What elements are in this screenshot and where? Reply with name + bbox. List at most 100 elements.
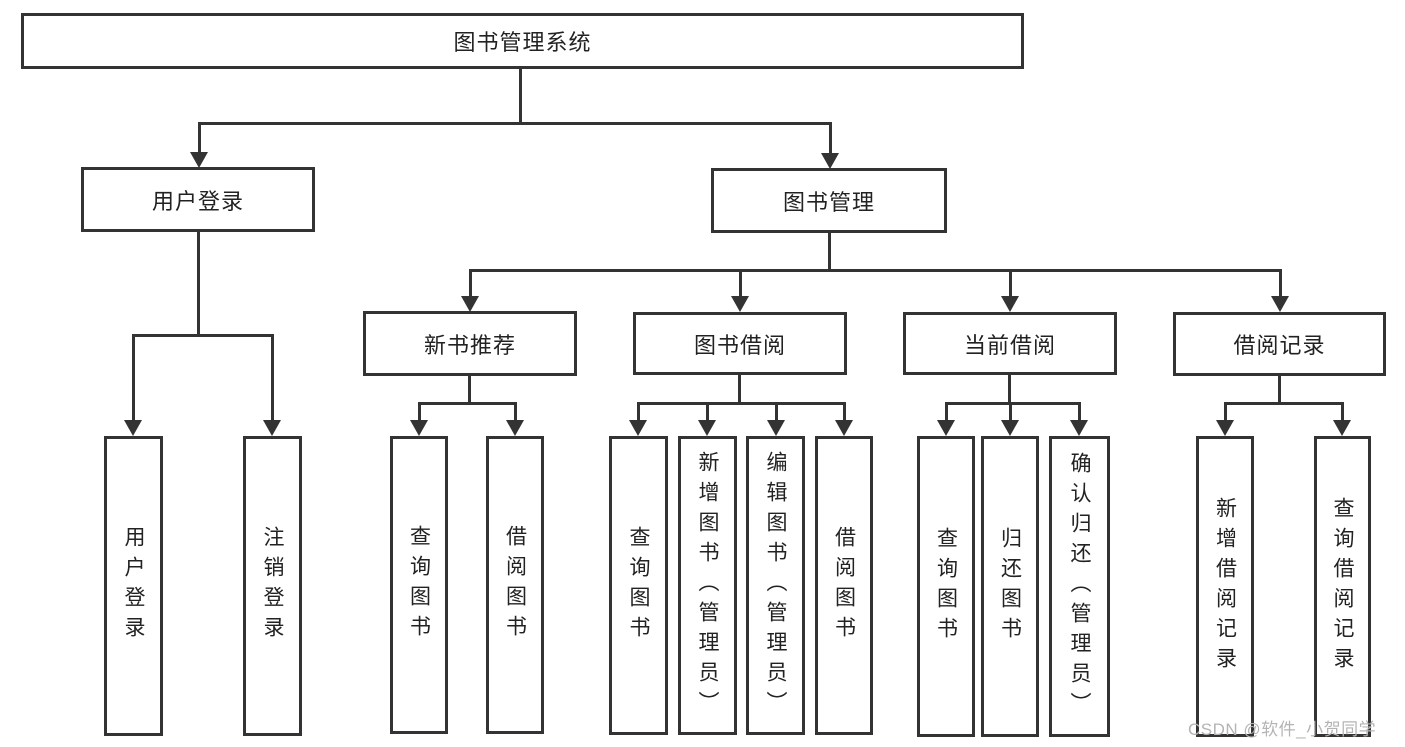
- arrow-down-icon: [1333, 420, 1351, 436]
- connector-line: [945, 402, 1081, 405]
- leaf-cb-return-books: 归还图书: [981, 436, 1039, 737]
- node-label: 查询图书: [934, 526, 958, 647]
- leaf-bb-borrow-books: 借阅图书: [815, 436, 873, 735]
- node-current-borrow: 当前借阅: [903, 312, 1117, 375]
- connector-line: [198, 122, 201, 154]
- node-label: 图书借阅: [693, 332, 786, 358]
- connector-arrow: [506, 402, 524, 436]
- node-book-borrow: 图书借阅: [633, 312, 847, 375]
- node-label: 编辑图书（管理员）: [764, 450, 787, 721]
- connector-arrow: [1271, 269, 1289, 312]
- leaf-nbr-borrow-books: 借阅图书: [486, 436, 544, 734]
- connector-line: [1279, 269, 1282, 298]
- node-label: 新书推荐: [423, 332, 516, 358]
- connector-line: [843, 402, 846, 422]
- connector-line: [945, 402, 948, 422]
- node-borrow-records: 借阅记录: [1173, 312, 1386, 376]
- connector-arrow: [461, 269, 479, 312]
- connector-line: [271, 334, 274, 422]
- node-book-management: 图书管理: [711, 168, 947, 233]
- node-label: 借阅图书: [503, 525, 527, 645]
- connector-line: [829, 122, 832, 155]
- node-label: 图书管理: [782, 189, 875, 215]
- arrow-down-icon: [629, 420, 647, 436]
- connector-line: [706, 402, 709, 422]
- arrow-down-icon: [410, 420, 428, 436]
- leaf-cb-query-books: 查询图书: [917, 436, 975, 737]
- node-label: 查询借阅记录: [1331, 496, 1354, 677]
- connector-line: [1008, 375, 1011, 405]
- leaf-bb-query-books: 查询图书: [609, 436, 668, 735]
- node-label: 图书管理系统: [453, 30, 592, 55]
- connector-line: [418, 402, 517, 405]
- leaf-bb-edit-books-admin: 编辑图书（管理员）: [746, 436, 805, 735]
- connector-arrow: [731, 269, 749, 312]
- arrow-down-icon: [835, 420, 853, 436]
- node-label: 用户登录: [122, 526, 145, 646]
- connector-arrow: [1216, 402, 1234, 436]
- node-label: 当前借阅: [963, 332, 1056, 358]
- connector-line: [198, 122, 832, 125]
- connector-arrow: [821, 122, 839, 169]
- connector-line: [1009, 269, 1012, 298]
- connector-line: [637, 402, 846, 405]
- connector-line: [739, 269, 742, 298]
- leaf-br-add-record: 新增借阅记录: [1196, 436, 1254, 737]
- arrow-down-icon: [263, 420, 281, 436]
- node-label: 借阅记录: [1233, 333, 1326, 358]
- arrow-down-icon: [190, 152, 208, 168]
- node-label: 查询图书: [627, 525, 650, 646]
- node-label: 用户登录: [151, 188, 244, 214]
- node-user-login: 用户登录: [81, 167, 315, 232]
- connector-line: [1224, 402, 1227, 422]
- node-label: 归还图书: [998, 526, 1022, 647]
- connector-line: [1078, 402, 1081, 422]
- connector-arrow: [124, 334, 142, 436]
- leaf-user-login: 用户登录: [104, 436, 163, 736]
- node-new-book-recommend: 新书推荐: [363, 311, 577, 376]
- connector-arrow: [410, 402, 428, 436]
- leaf-nbr-query-books: 查询图书: [390, 436, 448, 734]
- arrow-down-icon: [124, 420, 142, 436]
- csdn-watermark: CSDN @软件_小贺同学: [1188, 720, 1377, 739]
- connector-line: [469, 269, 472, 298]
- connector-line: [1224, 402, 1344, 405]
- connector-line: [738, 375, 741, 405]
- connector-line: [468, 376, 471, 405]
- arrow-down-icon: [1070, 420, 1088, 436]
- connector-arrow: [835, 402, 853, 436]
- connector-arrow: [1001, 269, 1019, 312]
- node-label: 新增借阅记录: [1213, 496, 1237, 677]
- arrow-down-icon: [937, 420, 955, 436]
- leaf-br-query-record: 查询借阅记录: [1314, 436, 1371, 737]
- connector-line: [637, 402, 640, 422]
- arrow-down-icon: [1001, 420, 1019, 436]
- connector-line: [775, 402, 778, 422]
- connector-arrow: [1070, 402, 1088, 436]
- node-label: 注销登录: [261, 526, 284, 646]
- connector-line: [519, 69, 522, 125]
- connector-line: [514, 402, 517, 422]
- connector-line: [1341, 402, 1344, 422]
- connector-arrow: [1001, 402, 1019, 436]
- connector-arrow: [190, 122, 208, 168]
- connector-arrow: [1333, 402, 1351, 436]
- arrow-down-icon: [767, 420, 785, 436]
- connector-arrow: [767, 402, 785, 436]
- arrow-down-icon: [731, 296, 749, 312]
- connector-line: [197, 232, 200, 337]
- connector-line: [1009, 402, 1012, 422]
- arrow-down-icon: [1271, 296, 1289, 312]
- connector-line: [132, 334, 135, 422]
- connector-arrow: [937, 402, 955, 436]
- node-label: 确认归还（管理员）: [1068, 451, 1091, 722]
- connector-line: [1278, 376, 1281, 405]
- node-label: 借阅图书: [832, 525, 856, 646]
- connector-line: [470, 269, 1282, 272]
- arrow-down-icon: [1216, 420, 1234, 436]
- node-label: 查询图书: [407, 525, 431, 645]
- arrow-down-icon: [698, 420, 716, 436]
- connector-line: [132, 334, 274, 337]
- node-library-system: 图书管理系统: [21, 13, 1024, 69]
